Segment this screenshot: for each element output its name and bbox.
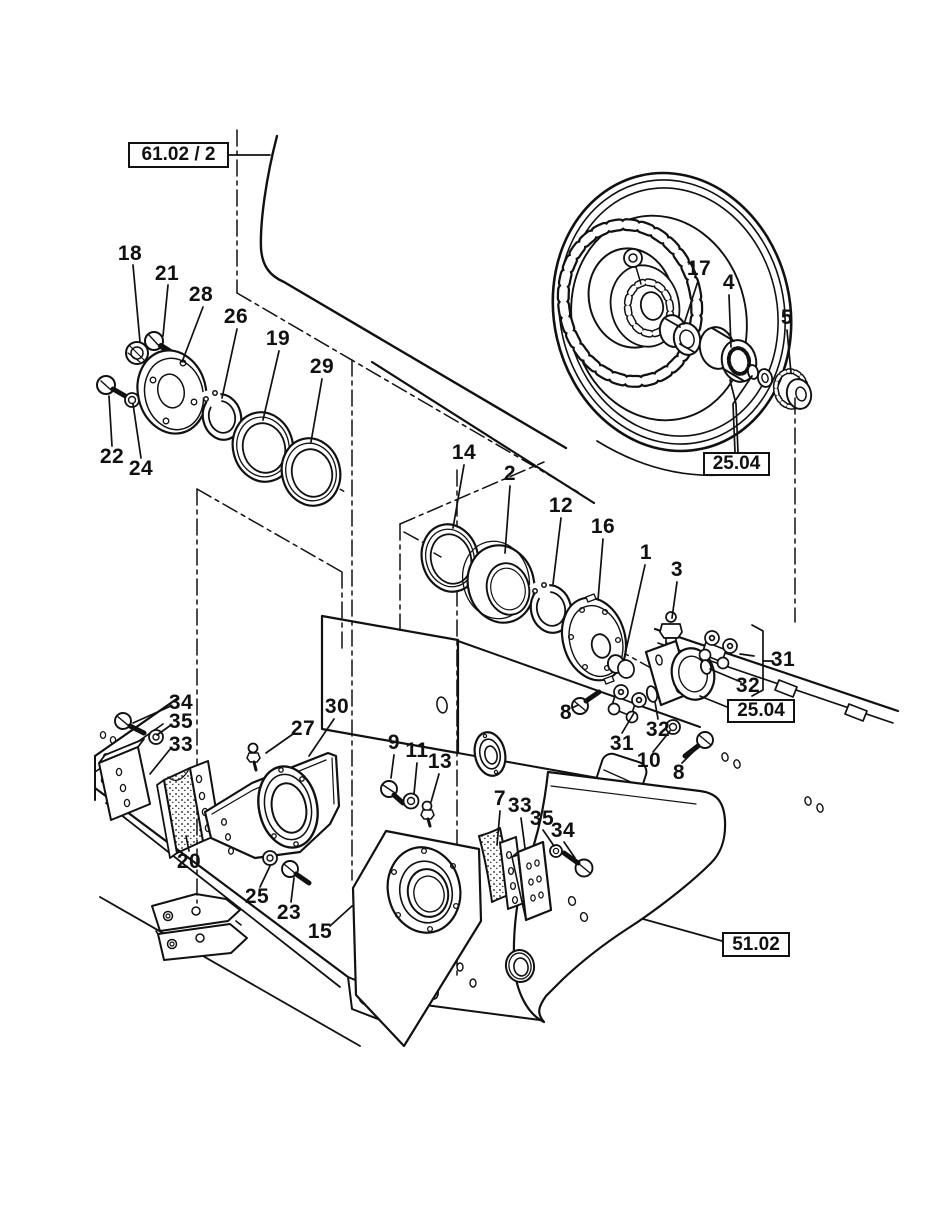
part-label-29: 29 xyxy=(309,355,335,378)
part-label-34-a: 34 xyxy=(168,691,194,714)
part-label-35-a: 35 xyxy=(168,710,194,733)
cover-group xyxy=(96,331,342,507)
part-label-7: 7 xyxy=(493,787,507,810)
part-label-11: 11 xyxy=(405,739,429,762)
part-label-35-b: 35 xyxy=(529,807,555,830)
part-label-16: 16 xyxy=(590,515,616,538)
part-label-22: 22 xyxy=(99,445,125,468)
part-label-12: 12 xyxy=(548,494,574,517)
part-label-30: 30 xyxy=(324,695,350,718)
part-label-4: 4 xyxy=(722,271,736,294)
motor-group xyxy=(571,611,738,759)
part-label-5: 5 xyxy=(780,306,794,329)
part-label-18: 18 xyxy=(117,242,143,265)
drum xyxy=(259,134,793,505)
ref-61-02-2: 61.02 / 2 xyxy=(128,142,229,168)
part-label-1: 1 xyxy=(639,541,653,564)
left-mount-group xyxy=(98,712,221,859)
ref-51-02: 51.02 xyxy=(722,932,790,957)
part-label-13: 13 xyxy=(427,750,453,773)
ref-25-04-a: 25.04 xyxy=(703,452,770,476)
frame-cross-beam xyxy=(320,614,701,802)
leader-lines xyxy=(108,154,792,942)
part-label-21: 21 xyxy=(154,262,180,285)
part-label-32-a: 32 xyxy=(735,674,761,697)
part-label-32-b: 32 xyxy=(645,718,671,741)
shaft-parts xyxy=(658,314,813,410)
part-label-17: 17 xyxy=(686,257,712,280)
part-label-33-a: 33 xyxy=(168,733,194,756)
part-label-34-b: 34 xyxy=(550,819,576,842)
part-label-33-b: 33 xyxy=(507,794,533,817)
part-label-23: 23 xyxy=(276,901,302,924)
part-label-24: 24 xyxy=(128,457,154,480)
part-label-15: 15 xyxy=(307,920,333,943)
part-label-3: 3 xyxy=(670,558,684,581)
ref-25-04-b: 25.04 xyxy=(727,699,795,723)
part-label-9: 9 xyxy=(387,731,401,754)
frame-bottom xyxy=(93,696,541,1047)
part-label-27: 27 xyxy=(290,717,316,740)
part-label-19: 19 xyxy=(265,327,291,350)
part-label-10: 10 xyxy=(636,749,662,772)
part-label-31-b: 31 xyxy=(609,732,635,755)
part-label-31-a: 31 xyxy=(770,648,796,671)
bracket30-group xyxy=(203,742,341,886)
part-label-25: 25 xyxy=(244,885,270,908)
part-label-8-b: 8 xyxy=(672,761,686,784)
part-label-28: 28 xyxy=(188,283,214,306)
part-label-20: 20 xyxy=(176,850,202,873)
plate15-group xyxy=(351,731,594,1048)
part-label-8-a: 8 xyxy=(559,701,573,724)
part-label-26: 26 xyxy=(223,305,249,328)
part-label-2: 2 xyxy=(503,462,517,485)
part-label-14: 14 xyxy=(451,441,477,464)
